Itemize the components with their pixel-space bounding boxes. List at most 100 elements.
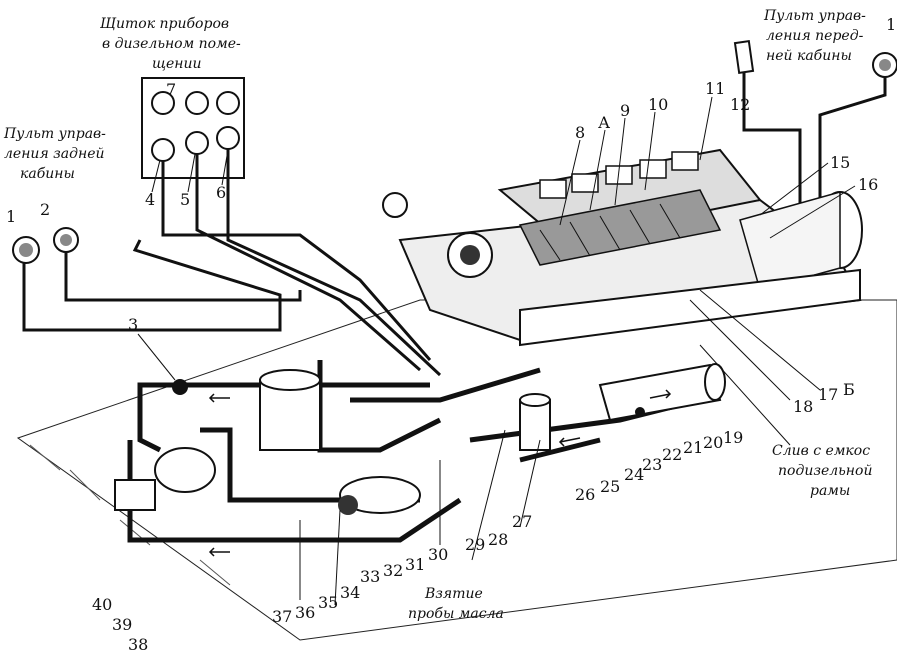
label-A: А	[598, 113, 610, 132]
line-gauge-6	[226, 149, 442, 377]
line-gauge-5	[195, 154, 421, 372]
diesel-subframe	[519, 268, 861, 347]
label-12: 12	[730, 95, 750, 114]
caption-drain-line-3: рамы	[810, 483, 850, 499]
caption-rear-line-2: ления задней	[4, 146, 105, 162]
leader-16	[769, 185, 856, 239]
pump-motor-34	[338, 495, 358, 515]
flow-arrows	[208, 389, 672, 557]
label-10: 10	[648, 95, 668, 114]
label-1-rear: 1	[6, 207, 16, 226]
caption-panel-line-1: Щиток приборов	[100, 16, 229, 32]
oil-pipe-26	[519, 437, 601, 463]
label-6: 6	[216, 183, 226, 202]
label-7: 7	[166, 80, 176, 99]
gauge-2-rear-face	[60, 234, 72, 246]
label-23: 23	[642, 455, 662, 474]
leader-9	[614, 117, 626, 206]
caption-front-cab: Пульт управ- ления перед- ней кабины	[763, 8, 866, 64]
label-18: 18	[793, 397, 813, 416]
label-22: 22	[662, 445, 682, 464]
gauge-panel	[141, 77, 245, 179]
leader-18	[689, 299, 791, 401]
rear-cab-gauges	[12, 227, 79, 264]
flow-arrow-2	[208, 547, 230, 557]
caption-oil-line-2: пробы масла	[408, 606, 504, 622]
caption-drain: Слив с емкос подизельной рамы	[772, 443, 872, 499]
oil-filter-37-cap	[259, 369, 321, 391]
part-numbers: 1 2 1 3 4 5 6 7 8 А 9 10 11 12 15 16 17 …	[6, 15, 896, 654]
caption-gauge-panel: Щиток приборов в дизельном поме- щении	[100, 16, 241, 72]
caption-front-line-1: Пульт управ-	[763, 8, 866, 24]
label-40: 40	[92, 595, 112, 614]
label-39: 39	[112, 615, 132, 634]
label-38: 38	[128, 635, 148, 654]
turbocharger-hub	[460, 245, 480, 265]
leader-oil-sample	[471, 429, 506, 561]
oil-cooler-19-end	[704, 363, 726, 401]
caption-oil-line-1: Взятие	[424, 586, 483, 602]
label-5: 5	[180, 190, 190, 209]
gauge-7	[151, 91, 175, 115]
priming-pump-33	[339, 476, 421, 514]
caption-drain-line-2: подизельной	[778, 463, 872, 479]
oil-filter-37	[259, 379, 321, 451]
label-36: 36	[295, 603, 315, 622]
label-34: 34	[340, 583, 360, 602]
caption-panel-line-3: щении	[152, 56, 202, 72]
label-35: 35	[318, 593, 338, 612]
oil-pump-39	[154, 447, 216, 493]
device-12	[733, 40, 755, 74]
leader-lines	[137, 96, 856, 606]
label-4: 4	[145, 190, 155, 209]
leader-8	[559, 139, 581, 226]
label-24: 24	[624, 465, 644, 484]
label-15: 15	[830, 153, 850, 172]
label-3: 3	[128, 315, 138, 334]
gauge-top-mid	[185, 91, 209, 115]
gauge-lines	[22, 72, 887, 377]
front-cab-gauges	[733, 40, 897, 78]
label-16: 16	[858, 175, 878, 194]
label-28: 28	[488, 530, 508, 549]
line-rear-1	[22, 239, 282, 332]
oil-pipe-35	[317, 360, 442, 453]
pump-drive-40	[114, 479, 156, 511]
label-37: 37	[272, 607, 292, 626]
caption-panel-line-2: в дизельном поме-	[102, 36, 241, 52]
label-27: 27	[512, 512, 532, 531]
caption-rear-cab: Пульт управ- ления задней кабины	[3, 126, 106, 182]
label-29: 29	[465, 535, 485, 554]
label-30: 30	[428, 545, 448, 564]
leader-6	[221, 149, 229, 186]
leader-5	[187, 153, 196, 193]
floor-hatch	[29, 444, 231, 586]
leader-A	[589, 129, 606, 211]
oil-pipe-36	[350, 367, 541, 403]
cylinder-head-1	[539, 179, 567, 199]
label-11: 11	[705, 79, 725, 98]
label-26: 26	[575, 485, 595, 504]
cylinder-head-2	[571, 173, 599, 193]
gauge-top-right	[216, 91, 240, 115]
oil-pipe-3	[137, 382, 180, 453]
label-21: 21	[683, 438, 703, 457]
caption-oil-sample: Взятие пробы масла	[408, 586, 504, 622]
label-17: 17	[818, 385, 838, 404]
cylinder-head-5	[671, 151, 699, 171]
valve-3	[172, 379, 188, 395]
line-rear-2	[64, 252, 302, 302]
air-intake	[382, 192, 408, 218]
caption-rear-line-3: кабины	[20, 166, 75, 182]
centrifuge-27	[519, 399, 551, 451]
flow-arrow-1	[208, 393, 230, 403]
gauge-4	[151, 138, 175, 162]
caption-front-line-2: ления перед-	[766, 28, 864, 44]
leader-27	[519, 439, 541, 528]
line-front-1	[818, 77, 887, 260]
diesel-engine	[382, 148, 863, 347]
cylinder-head-4	[639, 159, 667, 179]
label-32: 32	[383, 561, 403, 580]
flow-arrow-3	[649, 389, 672, 399]
